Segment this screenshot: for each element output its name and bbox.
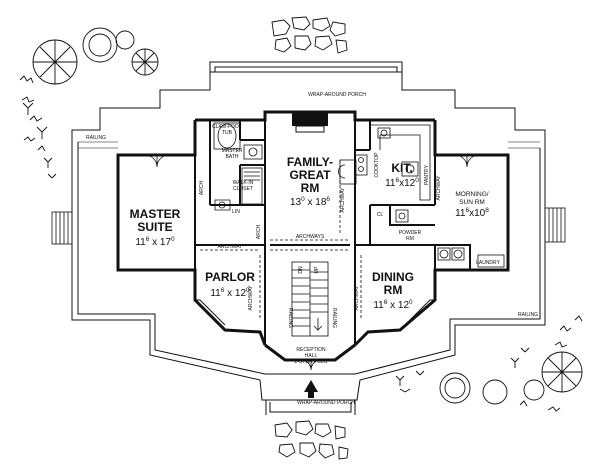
powder-room-label-2: RM [406, 236, 414, 242]
svg-text:MASTER: MASTER [130, 207, 181, 221]
clawfoot-label: CLAW-FOOT [212, 124, 242, 130]
stair-dn-label: DN [298, 266, 304, 274]
archway-label-fam: ARCHWAY [340, 187, 346, 213]
laundry-label: LAUNDRY [476, 260, 500, 266]
powder-room-label: POWDER [399, 230, 422, 236]
porch-steps-left [51, 211, 73, 245]
landscape-trees [19, 16, 583, 460]
room-master-suite: MASTER SUITE 116 x 170 [130, 207, 181, 248]
svg-text:116x120: 116x120 [385, 177, 419, 189]
room-family-great: FAMILY- GREAT RM 130 x 186 [287, 155, 333, 208]
stone-walkway-top [271, 16, 348, 54]
porch-label-bottom: WRAP-AROUND PORCH [297, 400, 355, 406]
railing-label-left: RAILING [86, 135, 106, 141]
walkin-closet-label: WALK-IN [233, 180, 254, 186]
bath-fixtures [213, 122, 263, 211]
archway-label-right-vert: ARCHWAY [354, 285, 360, 311]
stair-railing-label-right: RAILING [331, 308, 337, 328]
svg-text:RM: RM [301, 181, 320, 195]
entry-arrow-icon [304, 380, 318, 398]
svg-text:130 x 186: 130 x 186 [290, 196, 330, 208]
porch-label-top: WRAP-AROUND PORCH [308, 92, 366, 98]
archway-label-parlor: ARCHWAY [218, 244, 244, 250]
archway-label-left-vert: ARCHWAY [248, 285, 254, 311]
svg-text:KIT.: KIT. [391, 161, 412, 175]
room-morning-sun: MORNING/ SUN RM 116x108 [455, 191, 489, 219]
room-parlor: PARLOR 116 x 120 [205, 270, 255, 299]
svg-text:SUITE: SUITE [137, 220, 172, 234]
french-doors [144, 154, 480, 371]
cooktop-label: COOKTOP [374, 152, 380, 178]
svg-text:MORNING/: MORNING/ [455, 191, 488, 198]
clawfoot-label-2: TUB [222, 130, 233, 136]
svg-text:DINING: DINING [372, 270, 414, 284]
svg-text:SUN RM: SUN RM [459, 199, 485, 206]
porch-railings [78, 141, 540, 149]
svg-text:FAMILY-: FAMILY- [287, 155, 333, 169]
closet-label-kitchen: CL [377, 212, 384, 218]
tree-top-left [32, 27, 159, 85]
room-kitchen: KIT. 116x120 [385, 161, 419, 189]
master-bath-label: MASTER [222, 148, 243, 154]
svg-text:PARLOR: PARLOR [205, 270, 255, 284]
stone-walkway-bottom [274, 420, 349, 460]
linen-label: LIN [232, 209, 240, 215]
stair-railing-label-left: RAILING [287, 308, 293, 328]
pantry-label: PANTRY [424, 164, 430, 184]
railing-label-right: RAILING [518, 312, 538, 318]
archway-lines [200, 160, 362, 320]
shrubs-right [395, 315, 583, 412]
room-dining: DINING RM 116 x 120 [372, 270, 414, 311]
stair-up-label: UP [314, 266, 320, 274]
archways-label: ARCHWAYS [296, 234, 325, 240]
wrap-around-porch [71, 61, 546, 415]
arch-label-mid: ARCH [256, 225, 262, 240]
svg-text:116x108: 116x108 [455, 207, 489, 219]
porch-steps-right [544, 207, 566, 243]
utility-fixtures [395, 209, 505, 268]
archway-label-morning: ARCHWAY [436, 175, 442, 201]
reception-hall-label-3: 2-STORY CLG [294, 359, 327, 365]
svg-text:RM: RM [384, 283, 403, 297]
kitchen-fixtures [338, 124, 431, 201]
staircase [291, 261, 329, 337]
svg-text:GREAT: GREAT [289, 168, 331, 182]
shrubs-left [19, 75, 57, 179]
svg-text:116 x 120: 116 x 120 [373, 299, 413, 311]
arch-label-left: ARCH [199, 181, 205, 196]
master-bath-label-2: BATH [226, 154, 239, 160]
walkin-closet-label-2: CLOSET [233, 186, 253, 192]
svg-text:116 x 170: 116 x 170 [135, 236, 175, 248]
fireplace [292, 112, 328, 133]
bay-windows [195, 299, 435, 326]
reception-hall-label: RECEPTION [296, 347, 326, 353]
tree-bottom-right [439, 351, 583, 405]
reception-hall-label-2: HALL [305, 353, 318, 359]
svg-text:116 x 120: 116 x 120 [210, 287, 250, 299]
